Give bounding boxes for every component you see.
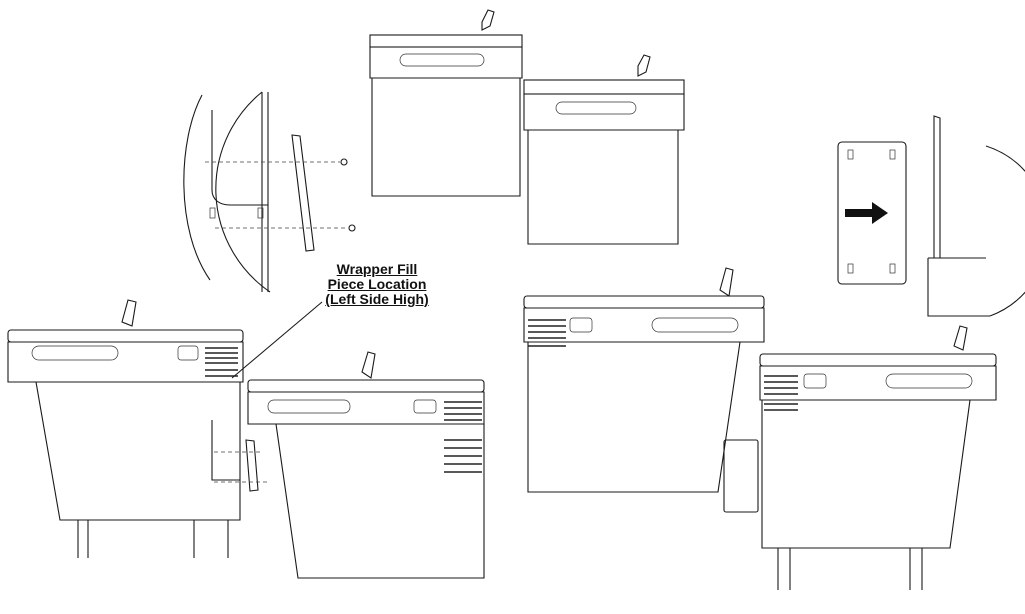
detail-circle-left <box>183 91 356 293</box>
wrapper-fill-callout: Wrapper Fill Piece Location (Left Side H… <box>318 262 436 307</box>
callout-line-1: Wrapper Fill <box>336 261 418 277</box>
top-unit-left <box>369 9 523 197</box>
bottom-left-assembly <box>7 299 485 579</box>
callout-line-2: Piece Location <box>327 276 427 292</box>
callout-line-3: (Left Side High) <box>325 291 429 307</box>
bracket-detail-right <box>837 115 1025 317</box>
top-unit-right <box>523 54 685 245</box>
bottom-right-assembly <box>523 267 997 590</box>
